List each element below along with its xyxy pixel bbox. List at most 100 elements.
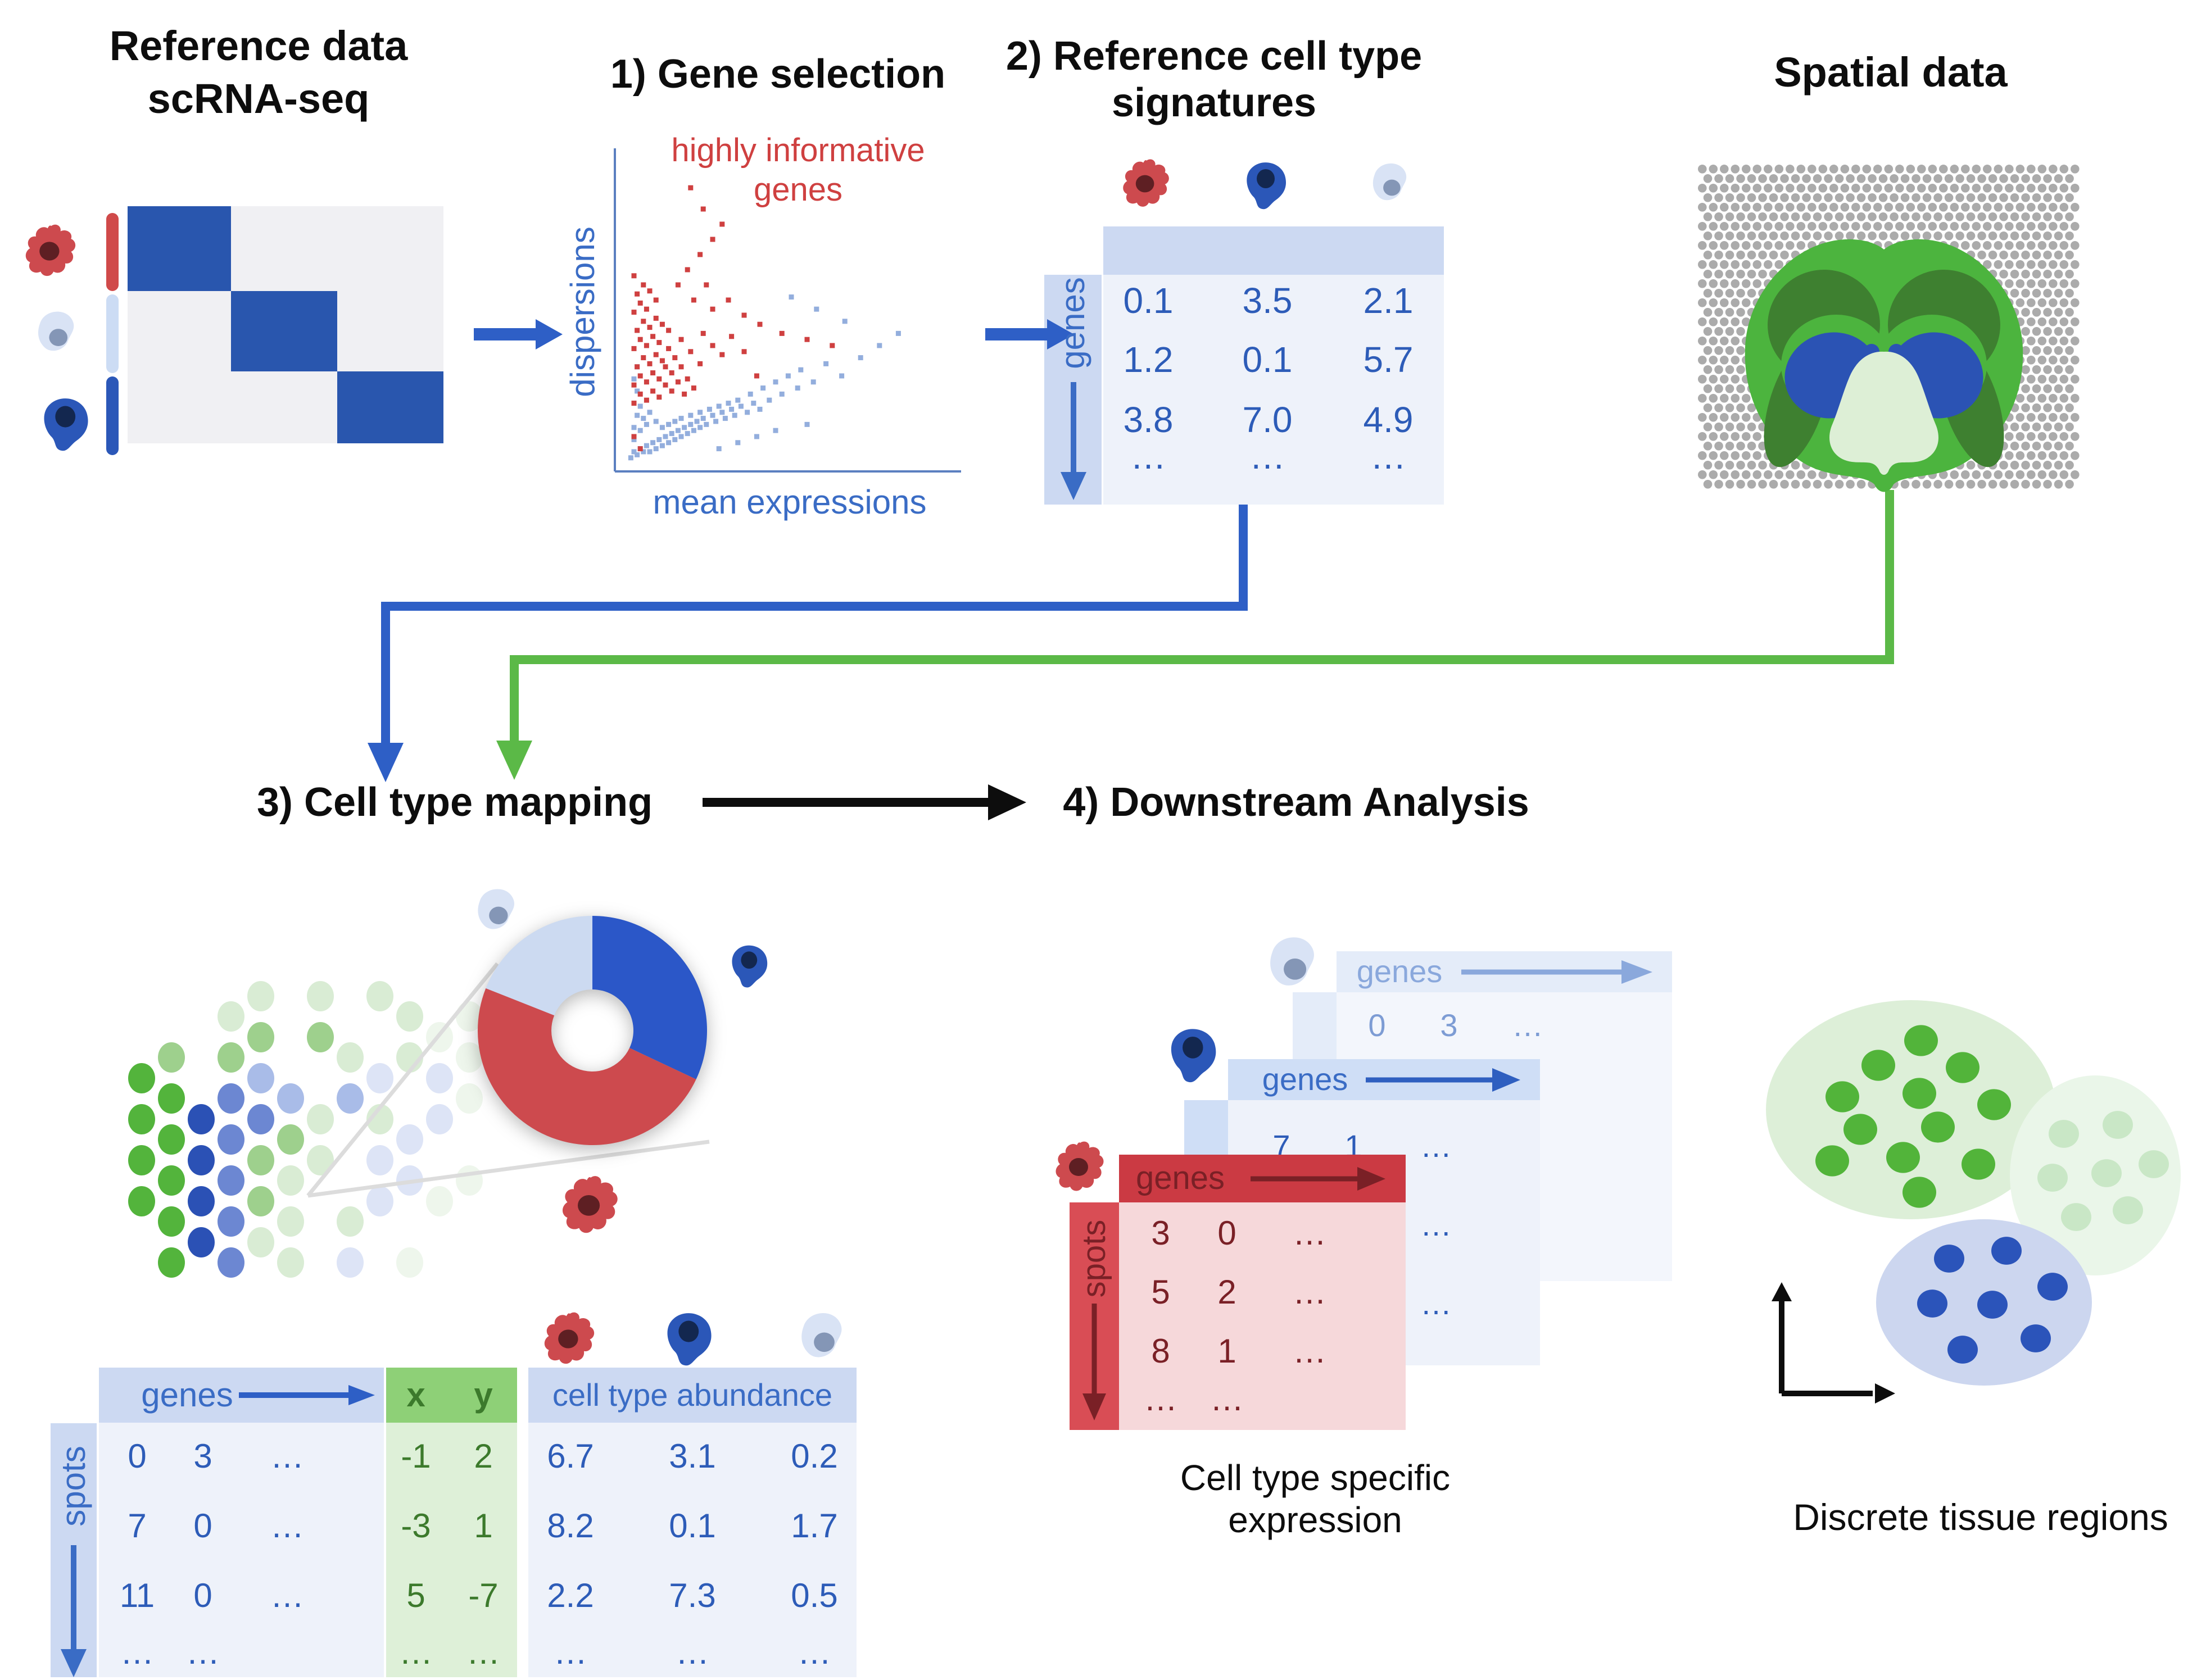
blue-cell-icon: [1159, 1023, 1224, 1087]
scatter-annotation-line2: genes: [753, 171, 843, 208]
matrix-cell: 3: [1151, 1214, 1170, 1252]
matrix-cell: 1: [1217, 1332, 1236, 1370]
gene-selection-heading: 1) Gene selection: [610, 52, 946, 97]
table-cell: 5.7: [1363, 339, 1414, 380]
back-matrix-col-header: genes: [1356, 953, 1443, 989]
scatter-annotation-line1: highly informative: [671, 132, 925, 169]
table-cell: 0.2: [791, 1437, 838, 1475]
table-cell: 7.3: [669, 1577, 716, 1614]
table-cell: 2: [474, 1437, 493, 1475]
table-cell: 0.1: [1242, 339, 1293, 380]
table-cell: 0.1: [1123, 280, 1174, 321]
matrix-cell: …: [1420, 1207, 1452, 1242]
spatial-title: Spatial data: [1774, 49, 2008, 96]
right-arrow-icon: [1461, 960, 1652, 984]
table-cell: -1: [401, 1437, 431, 1475]
table-cell: …: [466, 1633, 500, 1671]
table-cell: 3.1: [669, 1437, 716, 1475]
table-cell: 1.2: [1123, 339, 1174, 380]
signatures-heading-line2: signatures: [1111, 80, 1317, 125]
table-cell: …: [120, 1633, 154, 1671]
light-rowgroup-bar: [106, 294, 119, 373]
right-arrow-icon: [1251, 1167, 1385, 1191]
right-arrow-icon: [985, 319, 1074, 349]
matrix-cell: …: [1293, 1273, 1326, 1311]
black-right-arrow-icon: [988, 784, 1026, 820]
mapping-heading: 3) Cell type mapping: [256, 780, 653, 825]
matrix-cell: …: [1293, 1332, 1326, 1370]
reference-title-line1: Reference data: [109, 22, 408, 69]
light-cell-icon: [468, 866, 523, 953]
donut-slice-light-blue-cell-type: [486, 916, 592, 1016]
front-matrix-row-header: spots: [1076, 1219, 1112, 1298]
table-cell: 7: [128, 1507, 147, 1545]
table-cell: 3.5: [1242, 280, 1293, 321]
table-cell: 7.0: [1242, 399, 1293, 440]
light-cell-icon: [1258, 925, 1324, 1000]
table-cell: 5: [406, 1577, 425, 1614]
signatures-heading-line1: 2) Reference cell type: [1005, 34, 1423, 79]
red-rowgroup-bar: [106, 213, 119, 291]
table-cell: …: [270, 1507, 304, 1545]
reference-title-line2: scRNA-seq: [147, 75, 370, 122]
table-cell: …: [554, 1633, 587, 1671]
downstream-heading: 4) Downstream Analysis: [1063, 780, 1529, 825]
table-cell: 4.9: [1363, 399, 1414, 440]
middle-matrix-col-header: genes: [1262, 1061, 1348, 1097]
donut-slice-blue-cell-type: [592, 916, 707, 1079]
table-cell: 0: [128, 1437, 147, 1475]
table-cell: …: [1370, 436, 1406, 476]
matrix-block-3: [337, 371, 443, 443]
front-matrix-body: [1119, 1202, 1406, 1430]
abundance-table-header-band: [528, 1368, 857, 1423]
scatter-xlabel: mean expressions: [653, 483, 927, 521]
matrix-cell: 8: [1151, 1332, 1170, 1370]
matrix-cell: …: [1420, 1286, 1452, 1321]
expression-caption-line2: expression: [1228, 1500, 1402, 1540]
blue-down-arrow-icon: [368, 743, 404, 782]
table-cell: -7: [468, 1577, 499, 1614]
regions-caption: Discrete tissue regions: [1793, 1496, 2168, 1538]
table-cell: -3: [401, 1507, 431, 1545]
spot-table-body: [99, 1423, 384, 1677]
gene-selection-scatter: [614, 148, 961, 473]
abundance-table-body: [528, 1423, 857, 1677]
right-arrow-icon: [474, 319, 563, 349]
table-cell: …: [270, 1437, 304, 1475]
front-matrix-col-header: genes: [1135, 1160, 1225, 1196]
table-cell: …: [1249, 436, 1285, 476]
matrix-cell: …: [1210, 1380, 1244, 1418]
table-cell: …: [399, 1633, 433, 1671]
green-connector-line: [510, 490, 1894, 745]
coord-table-header-band: [386, 1368, 517, 1423]
matrix-cell: 2: [1217, 1273, 1236, 1311]
table-cell: 3.8: [1123, 399, 1174, 440]
table-cell: 2.1: [1363, 280, 1414, 321]
right-arrow-icon: [239, 1385, 375, 1405]
matrix-cell: …: [1144, 1380, 1177, 1418]
table-cell: 2.2: [547, 1577, 594, 1614]
expression-caption-line1: Cell type specific: [1180, 1457, 1451, 1498]
table-cell: …: [798, 1633, 831, 1671]
matrix-cell: …: [1512, 1007, 1543, 1043]
table-cell: …: [676, 1633, 709, 1671]
red-cell-icon: [1052, 1136, 1108, 1199]
table-cell: 3: [193, 1437, 212, 1475]
table-cell: …: [1130, 436, 1166, 476]
table-cell: …: [270, 1577, 304, 1614]
red-cell-icon: [555, 1174, 627, 1238]
table-cell: …: [186, 1633, 220, 1671]
blue-cell-icon: [723, 932, 773, 1001]
table-cell: 0.5: [791, 1577, 838, 1614]
blue-connector-line: [381, 480, 1248, 747]
matrix-cell: 0: [1368, 1007, 1386, 1043]
table-cell: 1: [474, 1507, 493, 1545]
table-cell: 0: [193, 1577, 212, 1614]
down-arrow-icon: [1082, 1304, 1106, 1420]
donut-slice-red-cell-type: [477, 988, 696, 1146]
table-cell: 8.2: [547, 1507, 594, 1545]
table-cell: 11: [119, 1577, 155, 1614]
matrix-cell: …: [1293, 1214, 1326, 1252]
